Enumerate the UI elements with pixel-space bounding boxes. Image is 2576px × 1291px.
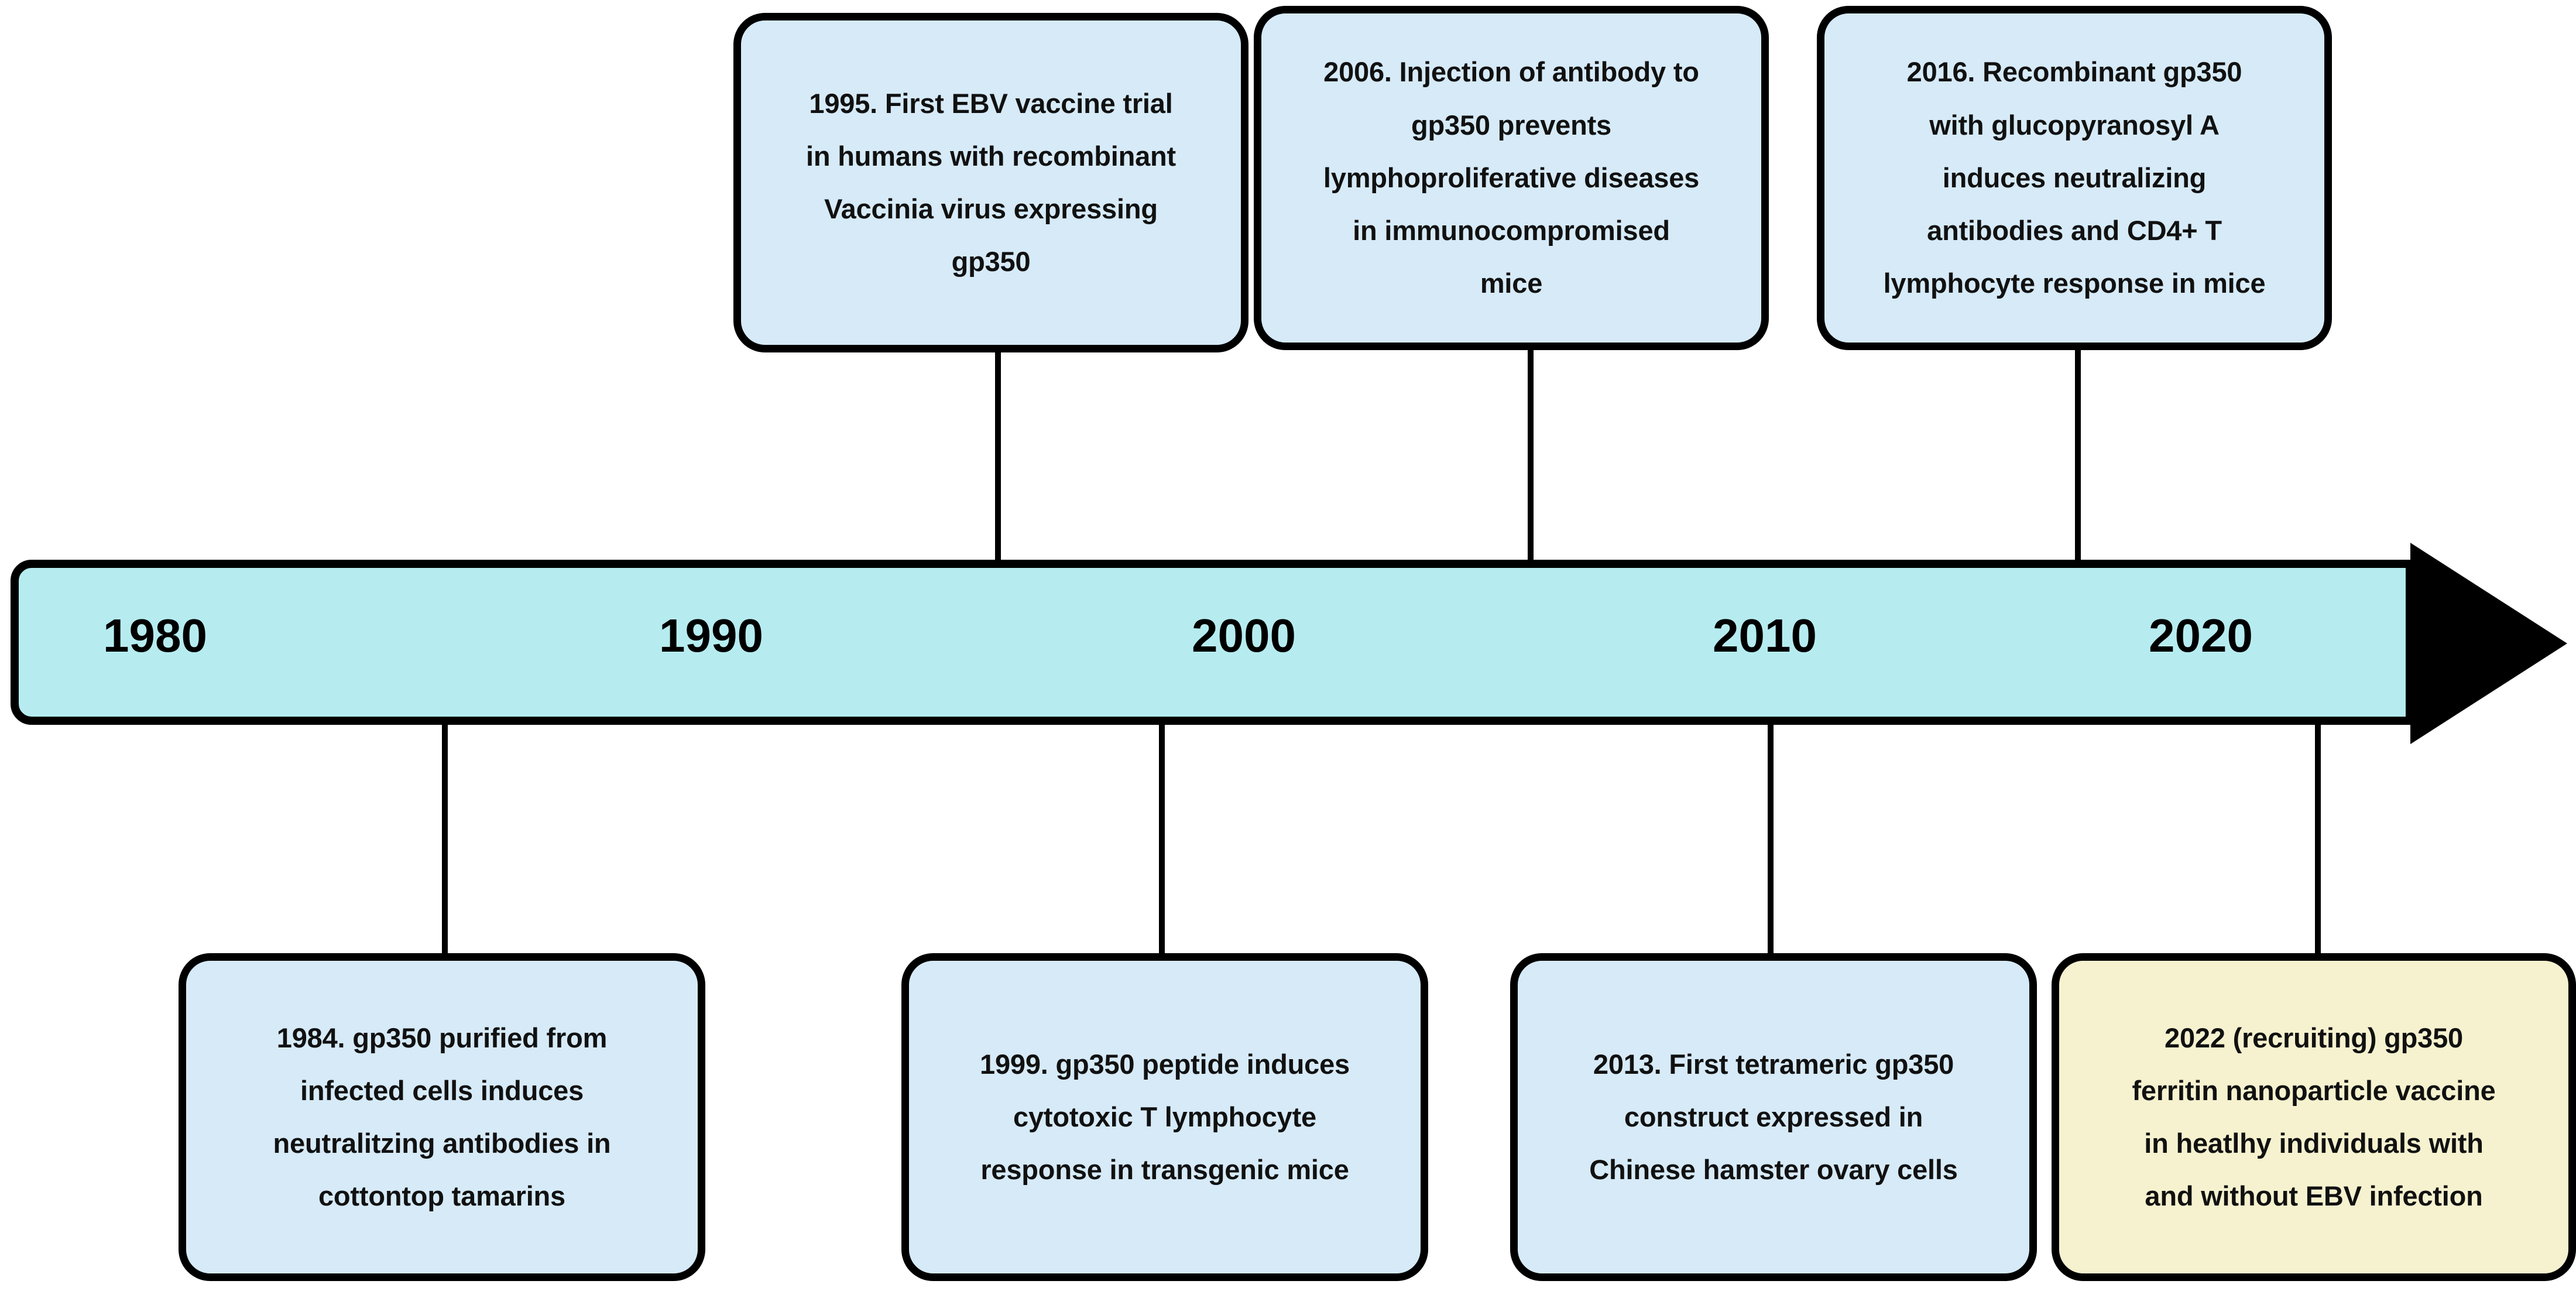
connector-2022 xyxy=(2315,721,2321,956)
connector-1984 xyxy=(442,721,448,956)
connector-1995 xyxy=(995,351,1001,565)
connector-2006 xyxy=(1528,349,1534,565)
event-text-line: ferritin nanoparticle vaccine xyxy=(2132,1074,2496,1106)
event-text-line: 1984. gp350 purified from xyxy=(276,1022,608,1053)
event-box-1984[interactable]: 1984. gp350 purified from infected cells… xyxy=(179,953,705,1281)
event-text-line: lymphoproliferative diseases xyxy=(1323,162,1700,193)
event-box-2006[interactable]: 2006. Injection of antibody to gp350 pre… xyxy=(1254,6,1769,350)
axis-tick-2000: 2000 xyxy=(1192,609,1296,662)
event-text-line: mice xyxy=(1480,268,1543,299)
event-text-line: lymphocyte response in mice xyxy=(1883,268,2266,299)
axis-tick-2020: 2020 xyxy=(2149,609,2253,662)
event-box-1995[interactable]: 1995. First EBV vaccine trial in humans … xyxy=(733,13,1248,352)
event-text-line: antibodies and CD4+ T xyxy=(1927,215,2222,246)
event-text-line: gp350 xyxy=(951,246,1031,278)
event-text-line: induces neutralizing xyxy=(1942,162,2207,193)
event-text-line: construct expressed in xyxy=(1624,1101,1923,1132)
timeline-axis-bar xyxy=(11,560,2414,725)
event-text-line: Vaccinia virus expressing xyxy=(824,193,1158,224)
event-text-line: 1995. First EBV vaccine trial xyxy=(809,87,1173,119)
event-text-line: and without EBV infection xyxy=(2145,1180,2483,1212)
event-text-line: 2006. Injection of antibody to xyxy=(1323,56,1699,88)
event-text-line: Chinese hamster ovary cells xyxy=(1589,1154,1958,1186)
axis-tick-1990: 1990 xyxy=(659,609,763,662)
event-text-line: 1999. gp350 peptide induces xyxy=(980,1048,1350,1080)
axis-tick-1980: 1980 xyxy=(103,609,207,662)
axis-tick-2010: 2010 xyxy=(1713,609,1817,662)
event-text-line: in immunocompromised xyxy=(1353,215,1670,246)
event-box-2022[interactable]: 2022 (recruiting) gp350 ferritin nanopar… xyxy=(2052,953,2576,1281)
event-text-line: 2013. First tetrameric gp350 xyxy=(1593,1048,1954,1080)
event-box-1999[interactable]: 1999. gp350 peptide induces cytotoxic T … xyxy=(901,953,1428,1281)
connector-2016 xyxy=(2075,349,2081,565)
event-text-line: response in transgenic mice xyxy=(980,1154,1349,1186)
event-text-line: gp350 prevents xyxy=(1411,109,1611,141)
event-text-line: cottontop tamarins xyxy=(318,1180,566,1212)
connector-2013 xyxy=(1768,721,1774,956)
event-text-line: cytotoxic T lymphocyte xyxy=(1013,1101,1316,1132)
event-text-line: neutralitzing antibodies in xyxy=(273,1128,611,1159)
event-text-line: in humans with recombinant xyxy=(806,140,1176,172)
event-text-line: infected cells induces xyxy=(300,1074,584,1106)
event-text-line: 2016. Recombinant gp350 xyxy=(1906,56,2242,88)
event-text-line: with glucopyranosyl A xyxy=(1929,109,2220,141)
event-box-2013[interactable]: 2013. First tetrameric gp350 construct e… xyxy=(1510,953,2037,1281)
connector-1999 xyxy=(1159,721,1165,956)
event-box-2016[interactable]: 2016. Recombinant gp350 with glucopyrano… xyxy=(1817,6,2332,350)
timeline-arrow-icon xyxy=(2410,543,2567,744)
event-text-line: 2022 (recruiting) gp350 xyxy=(2165,1022,2463,1053)
event-text-line: in heatlhy individuals with xyxy=(2144,1128,2484,1159)
